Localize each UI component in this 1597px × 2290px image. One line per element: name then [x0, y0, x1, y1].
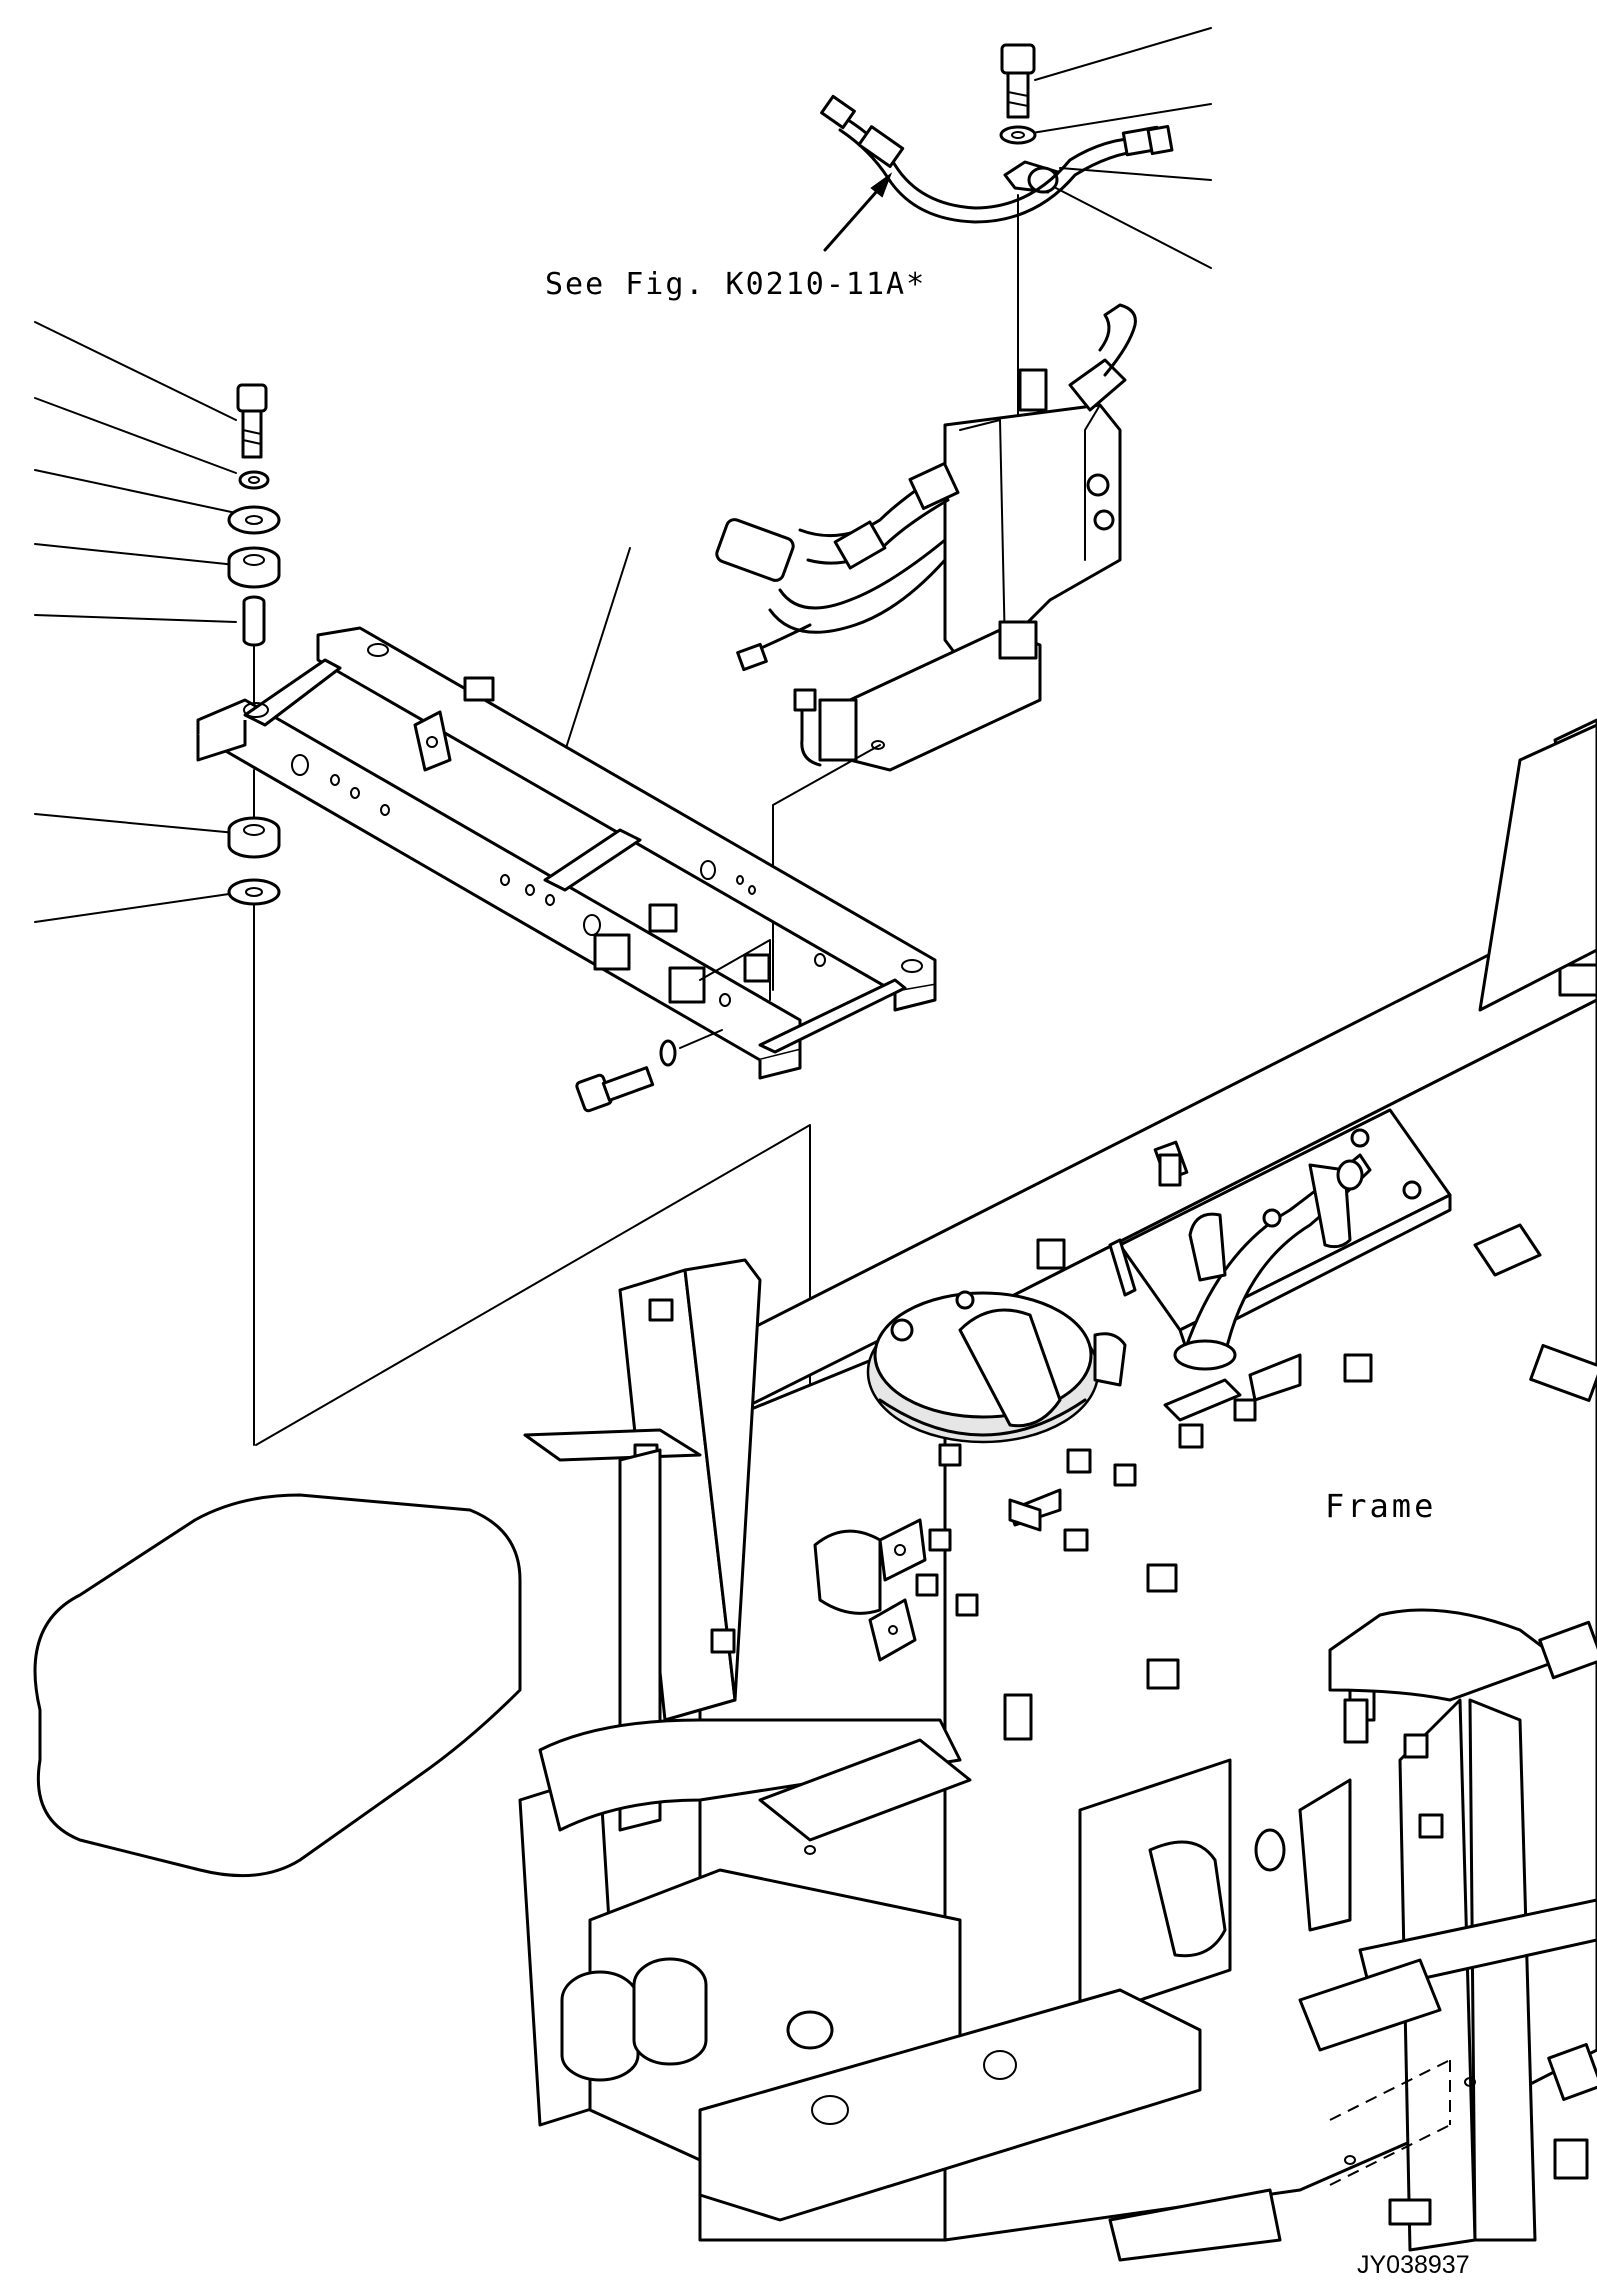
hose-fitting-left: [857, 125, 905, 168]
step-plate: [33, 1493, 522, 1878]
frame-cube-2: [1343, 1353, 1373, 1383]
top-washer: [999, 125, 1037, 145]
bracket-block-1: [463, 676, 495, 702]
lower-cushion: [227, 816, 281, 859]
bracket-block-4: [668, 966, 706, 1004]
bracket-block-2: [648, 903, 678, 933]
valve-body: [943, 403, 1122, 662]
bracket-cross-mid: [543, 828, 642, 892]
leader-line-top-washer: [1031, 103, 1212, 134]
frame-tall-panel: [1478, 723, 1597, 1012]
leader-line-lower-cushion: [34, 813, 237, 834]
right-leader-lines: [565, 27, 1212, 749]
leader-line-collar: [34, 614, 237, 623]
left-flat-washer: [227, 505, 281, 535]
leader-line-bolt: [34, 321, 237, 421]
leader-line-clip: [1051, 185, 1212, 269]
mounting-bracket-frame: [196, 626, 937, 1080]
bracket-cross-rear: [758, 978, 907, 1054]
hydraulic-hose: [820, 94, 1174, 224]
leader-line-washer: [34, 397, 237, 474]
see-reference-label: See Fig. K0210-11A*: [545, 267, 927, 302]
frame-cube-3: [1146, 1563, 1178, 1593]
cover-pipe: [958, 1308, 1062, 1428]
leader-line-flat-washer: [34, 469, 237, 514]
leader-line-cushion: [34, 543, 237, 566]
top-bolt-assembly: [999, 43, 1060, 641]
bracket-block-3: [593, 933, 631, 971]
bracket-gusset: [413, 710, 452, 772]
valve-to-frame-axis: [772, 744, 881, 991]
left-leader-lines: [34, 321, 237, 923]
side-pipe: [1148, 1840, 1227, 1958]
side-bolt-shank: [601, 1066, 655, 1102]
left-bolt-head: [236, 383, 268, 413]
left-collar: [242, 595, 266, 647]
frame-plate-lower: [758, 1738, 972, 1842]
frame-cube-1: [1036, 1238, 1066, 1270]
hose-inner: [838, 128, 1157, 224]
frame-cube-4: [1146, 1658, 1180, 1690]
control-valve-assembly: [715, 303, 1137, 772]
frame-label: Frame: [1325, 1487, 1437, 1525]
valve-port-top: [1018, 368, 1048, 412]
leader-line-bracket: [565, 547, 631, 749]
side-washer: [659, 1039, 677, 1067]
valve-pipe-left-2: [778, 538, 947, 610]
leader-line-lower-washer: [34, 892, 237, 923]
side-bolt-assembly: [575, 1029, 723, 1113]
bracket-block-5: [743, 953, 771, 983]
frame-boss: [813, 1529, 882, 1615]
pump-pipe-small: [1188, 1212, 1227, 1282]
bracket-cross-front: [243, 658, 342, 727]
leader-line-top-bolt: [1034, 27, 1212, 81]
frame-cube-5: [1003, 1693, 1033, 1741]
reference-arrow: [823, 172, 893, 252]
left-bolt-stack: [227, 383, 281, 1446]
valve-fitting-a: [715, 518, 795, 582]
left-washer: [238, 470, 270, 490]
valve-upper-pipe: [1098, 303, 1137, 377]
machine-frame: [33, 718, 1597, 2262]
lower-washer: [227, 878, 281, 906]
left-cushion: [227, 546, 281, 589]
top-bolt-head: [1000, 43, 1036, 75]
drawing-code-label: JY038937: [1357, 2251, 1470, 2279]
valve-mount-tab: [818, 698, 858, 762]
